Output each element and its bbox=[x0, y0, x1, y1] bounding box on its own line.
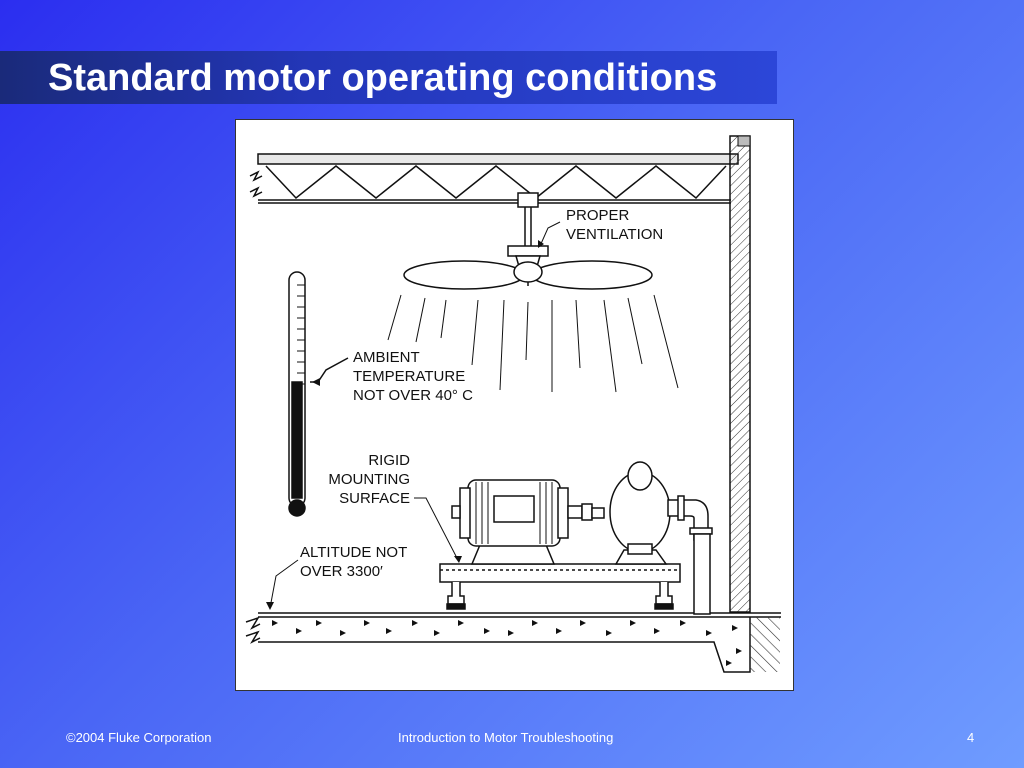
altitude-label-line1: ALTITUDE NOT bbox=[300, 544, 407, 561]
title-bar bbox=[0, 51, 777, 104]
diagram-svg: PROPER VENTILATION AMBIENT TEMPERATURE N… bbox=[245, 135, 781, 673]
footer-page-number: 4 bbox=[967, 730, 975, 745]
ceiling-fan bbox=[403, 192, 653, 290]
airflow-lines bbox=[387, 294, 679, 393]
leader-lines bbox=[266, 221, 561, 610]
altitude-label-line2: OVER 3300′ bbox=[300, 563, 383, 580]
footer-course-title: Introduction to Motor Troubleshooting bbox=[398, 730, 614, 745]
ambient-label-line2: TEMPERATURE bbox=[353, 368, 465, 385]
thermometer bbox=[288, 271, 349, 517]
mounting-base bbox=[439, 563, 681, 610]
concrete-floor bbox=[245, 612, 781, 673]
motor-conditions-diagram: PROPER VENTILATION AMBIENT TEMPERATURE N… bbox=[235, 119, 794, 691]
mounting-label-line2: MOUNTING bbox=[328, 471, 410, 488]
footer-copyright: ©2004 Fluke Corporation bbox=[66, 730, 212, 745]
ambient-label-line1: AMBIENT bbox=[353, 349, 420, 366]
ventilation-label-line2: VENTILATION bbox=[566, 226, 663, 243]
ceiling-truss bbox=[249, 153, 739, 204]
ventilation-label-line1: PROPER bbox=[566, 207, 630, 224]
mounting-label-line1: RIGID bbox=[368, 452, 410, 469]
pump bbox=[591, 461, 713, 615]
electric-motor bbox=[451, 479, 593, 565]
right-wall bbox=[729, 135, 751, 613]
ambient-label-line3: NOT OVER 40° C bbox=[353, 387, 473, 404]
slide-title: Standard motor operating conditions bbox=[48, 57, 718, 99]
mounting-label-line3: SURFACE bbox=[339, 490, 410, 507]
